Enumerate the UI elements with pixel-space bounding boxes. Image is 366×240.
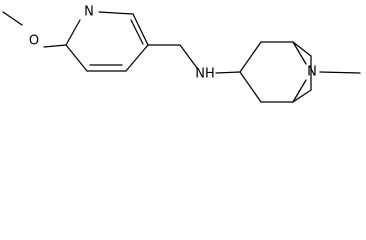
ring-double-bond — [130, 19, 144, 45]
nh-ring-bond — [215, 71, 241, 74]
ring-bond — [292, 41, 312, 57]
ring-bond — [292, 89, 312, 103]
methoxy-group: O — [2, 11, 67, 49]
n-methyl-bond — [319, 71, 361, 74]
ring-bond — [132, 13, 149, 46]
bridge-bond — [292, 41, 307, 65]
pyridine-nitrogen-label: N — [84, 5, 94, 20]
methylene-linker: NH — [147, 44, 215, 82]
methyl-o-bond — [2, 11, 23, 26]
bridge-nitrogen-label: N — [307, 65, 317, 80]
ch2-nh-bond — [179, 44, 198, 69]
amine-label: NH — [195, 67, 215, 82]
oxygen-label: O — [29, 34, 39, 49]
bicyclic-ring: N — [215, 41, 361, 103]
ring-bond — [98, 11, 134, 15]
ring-bond — [125, 44, 149, 72]
ring-bond — [239, 71, 262, 103]
pyridine-ring: N — [65, 5, 149, 72]
ring-bond — [65, 19, 81, 46]
molecule-structure: O N NH N — [2, 5, 361, 103]
bridge-bond — [292, 79, 307, 103]
o-ring-bond — [43, 44, 67, 48]
ring-bond — [65, 44, 88, 72]
ring-bond — [239, 41, 262, 73]
